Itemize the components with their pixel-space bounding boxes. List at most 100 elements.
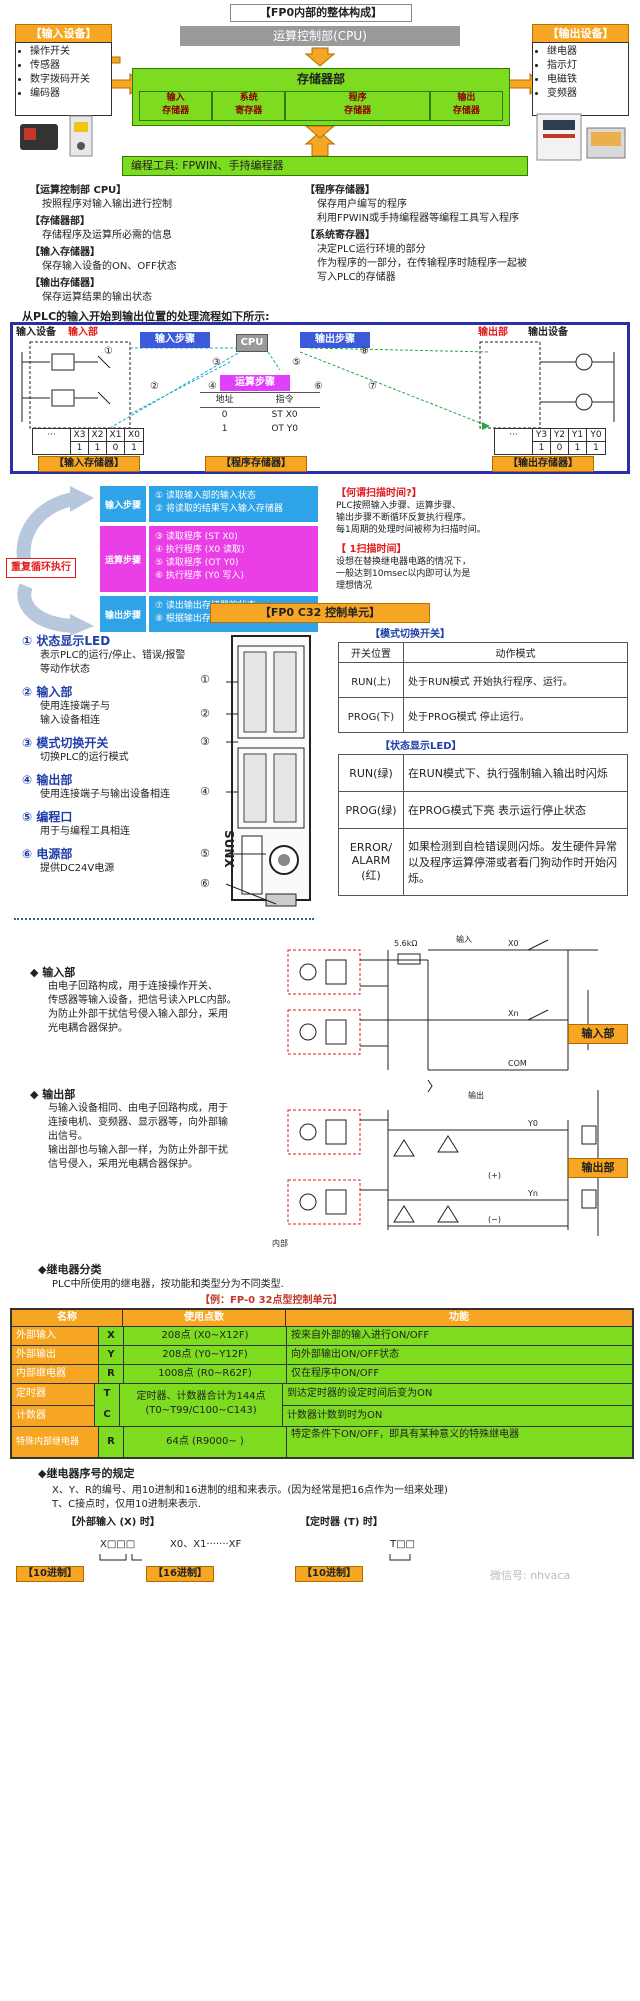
desc-body: 利用FPWIN或手持编程器等编程工具写入程序: [317, 213, 520, 224]
overview-title: 【FP0内部的整体构成】: [230, 4, 412, 22]
relay-row-count: (T0~T99/C100~C143): [145, 1405, 257, 1416]
relay-row-name: 定时器: [12, 1384, 94, 1406]
flow-num: ③: [212, 357, 221, 368]
device-num: ④: [200, 785, 210, 798]
input-item: 操作开关: [30, 45, 111, 59]
scan-note-body: 每1周期的处理时间被称为扫描时间。: [336, 525, 486, 535]
relay-row: 外部输入 X 208点 (X0~X12F) 按来自外部的输入进行ON/OFF: [12, 1326, 632, 1345]
desc-body: 按照程序对输入输出进行控制: [42, 199, 172, 210]
relay-col-header: 使用点数: [123, 1310, 286, 1326]
program-table-header: 地址: [200, 392, 250, 408]
output-device-list: 继电器 指示灯 电磁铁 变频器: [532, 42, 629, 116]
desc-head: 【存储器部】: [30, 216, 90, 227]
circuit-label: (−): [488, 1215, 501, 1224]
bit-label: X0: [125, 429, 143, 442]
program-table-cell: OT Y0: [271, 424, 298, 434]
relay-row: 内部继电器 R 1008点 (R0~R62F) 仅在程序中ON/OFF: [12, 1364, 632, 1383]
flow-num: ②: [150, 381, 159, 392]
bit-label: Y1: [569, 429, 587, 442]
io-head: ◆ 输入部: [30, 966, 76, 979]
relay-example: 【例：FP-0 32点型控制单元】: [200, 1295, 343, 1306]
led-pos: PROG(绿): [338, 791, 404, 829]
bit-value: 1: [71, 442, 89, 454]
io-input-text: ◆ 输入部 由电子回路构成，用于连接操作开关、 传感器等输入设备，把信号读入PL…: [30, 966, 270, 1036]
program-table-cell: 0: [221, 410, 228, 420]
relay-head: ◆继电器分类: [38, 1263, 102, 1276]
memory-block: 存储器部 输入存储器 系统寄存器 程序存储器 输出存储器: [132, 68, 510, 126]
output-item: 指示灯: [547, 59, 628, 73]
desc-left: 【运算控制部 CPU】 按照程序对输入输出进行控制 【存储器部】 存储程序及运算…: [30, 184, 290, 305]
ext-input-label: 【外部输入 (X) 时】: [66, 1517, 160, 1528]
flow-num: ⑥: [314, 381, 323, 392]
loop-label: 重复循环执行: [6, 558, 76, 578]
watermark: 微信号: nhvaca: [490, 1569, 571, 1582]
bit-label: Y2: [551, 429, 569, 442]
flow-num: ⑤: [292, 357, 301, 368]
output-item: 电磁铁: [547, 73, 628, 87]
flow-num: ⑧: [360, 346, 369, 357]
bit-value: 0: [107, 442, 125, 454]
desc-body: 作为程序的一部分，在传输程序时随程序一起被: [317, 258, 527, 269]
memory-cell: 程序存储器: [285, 91, 430, 121]
flow-num: ⑦: [368, 381, 377, 392]
unit-item: ④ 输出部 使用连接端子与输出设备相连: [22, 773, 170, 800]
flow-step-calc: 运算步骤: [220, 375, 290, 391]
desc-body: 保存运算结果的输出状态: [42, 292, 152, 303]
led-pos: ERROR/ ALARM (红): [338, 828, 404, 896]
led-desc: 在PROG模式下亮 表示运行停止状态: [403, 791, 628, 829]
flow-cpu: CPU: [236, 334, 268, 352]
scan-notes: 【何谓扫描时间?】 PLC按照输入步骤、运算步骤、 输出步骤不断循环反复执行程序…: [336, 488, 526, 592]
desc-head: 【输出存储器】: [30, 278, 100, 289]
led-pos: RUN(绿): [338, 754, 404, 792]
mode-table-title: 【模式切换开关】: [370, 629, 450, 640]
flow-input-part: 输入部: [68, 327, 98, 338]
program-table-cell: 1: [221, 424, 228, 434]
unit-item: ⑥ 电源部 提供DC24V电源: [22, 847, 115, 874]
output-item: 变频器: [547, 87, 628, 101]
input-device-header: 【输入设备】: [15, 24, 112, 44]
desc-head: 【程序存储器】: [305, 185, 375, 196]
device-num: ③: [200, 735, 210, 748]
relay-col-header: 功能: [449, 1312, 469, 1323]
mode-desc: 处于PROG模式 停止运行。: [403, 697, 628, 733]
input-item: 数字拨码开关: [30, 73, 111, 87]
unit-item: ① 状态显示LED 表示PLC的运行/停止、错误/报警 等动作状态: [22, 634, 186, 675]
ext-input-code: X□□□: [100, 1539, 136, 1550]
mode-table-header: 开关位置: [338, 642, 404, 663]
flow-program-memory-tag: 【程序存储器】: [205, 456, 307, 472]
circuit-label: 5.6kΩ: [394, 939, 417, 948]
numbering-line: T、C接点时，仅用10进制来表示.: [52, 1499, 201, 1510]
device-num: ⑥: [200, 877, 210, 890]
hex-tag: 【16进制】: [146, 1566, 214, 1582]
desc-head: 【系统寄存器】: [305, 230, 375, 241]
relay-row: 外部输出 Y 208点 (Y0~Y12F) 向外部输出ON/OFF状态: [12, 1345, 632, 1364]
timer-code: T□□: [390, 1539, 416, 1550]
io-circuit: 5.6kΩ 输入 X0 Xn COM 输出 Y0 (+) Yn (−) 内部: [272, 934, 599, 1248]
programming-tools-bar: 编程工具: FPWIN、手持编程器: [122, 156, 528, 176]
relay-row-func: 计数器计数到时为ON: [287, 1409, 383, 1421]
bit-value: 1: [131, 443, 137, 453]
relay-col-header: 名称: [12, 1310, 123, 1326]
relay-sub: PLC中所使用的继电器，按功能和类型分为不同类型.: [52, 1279, 284, 1290]
program-table-cell: ST X0: [271, 410, 298, 420]
scan-note-body: 设想在替换继电器电路的情况下，: [336, 557, 472, 567]
led-table: RUN(绿) 在RUN模式下、执行强制输入输出时闪烁 PROG(绿) 在PROG…: [338, 754, 628, 896]
io-head: ◆ 输出部: [30, 1088, 76, 1101]
bit-value: 1: [593, 443, 599, 453]
memory-cell: 系统寄存器: [212, 91, 286, 121]
circuit-label: 输入: [456, 934, 472, 944]
output-device-header: 【输出设备】: [532, 24, 629, 44]
flow-frame: [10, 322, 630, 474]
relay-inverter-image: [536, 113, 626, 161]
scan-note-body: 理想情况: [336, 581, 373, 591]
scan-step-name: 输入步骤: [100, 486, 146, 522]
bit-label: Y3: [533, 429, 551, 442]
flow-heading: 从PLC的输入开始到输出位置的处理流程如下所示:: [22, 310, 270, 323]
bit-label: X2: [89, 429, 107, 442]
scan-step-name: 运算步骤: [100, 526, 146, 592]
desc-body: 写入PLC的存储器: [317, 272, 396, 283]
dec-tag: 【10进制】: [16, 1566, 84, 1582]
memory-label: 存储器部: [296, 72, 345, 86]
desc-body: 决定PLC运行环境的部分: [317, 244, 426, 255]
flow-diagram: [21, 341, 615, 430]
